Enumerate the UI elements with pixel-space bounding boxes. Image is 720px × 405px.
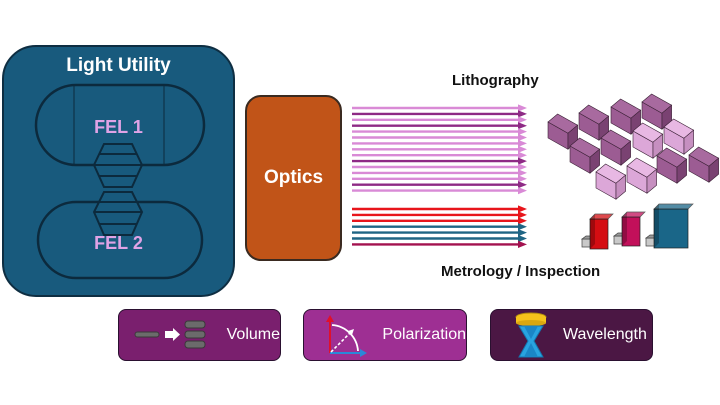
lithography-beam-arrow [352,133,527,142]
optics-box: Optics [245,95,342,261]
metrology-tool [580,213,614,250]
metrology-beam-arrow [352,211,527,219]
feature-volume: Volume [118,309,281,361]
lithography-beam-arrow [352,116,527,124]
volume-scale-icon [134,320,206,349]
lithography-beam-arrow [352,163,527,171]
hourglass-beam-icon [515,312,547,358]
lithography-beam-arrow [352,175,527,183]
fel-diagram [34,83,206,280]
undulator-1-icon [92,143,144,188]
wafer-block [610,98,642,135]
wafer-block [626,157,658,194]
wafer-block [656,147,688,184]
lithography-beam-arrow [352,128,527,136]
fel-2-ring [36,200,204,280]
undulator-2-icon [92,191,144,236]
lithography-beam-arrow [352,110,527,118]
lithography-beam-arrow [352,122,527,130]
lithography-beam-arrow [352,169,527,177]
lithography-beam-arrow [352,151,527,159]
wafer-block [578,104,610,141]
polarization-axes-icon [326,315,367,357]
metrology-beam-arrow [352,223,527,231]
metrology-label: Metrology / Inspection [441,263,601,280]
wafer-block [600,129,632,166]
wafer-block [688,146,720,183]
lithography-beam-arrow [352,139,527,147]
light-utility-box: Light Utility FEL 1 FEL 2 [2,45,235,297]
lithography-beam-arrow [352,181,527,189]
lithography-beam-arrow [352,157,527,165]
wafer-block [641,93,673,130]
wafer-block [569,137,601,174]
light-utility-title: Light Utility [66,55,171,76]
lithography-beam-arrow [352,187,527,195]
metrology-beam-arrow [352,229,527,237]
metrology-beam-arrow [352,234,527,243]
feature-wavelength-label: Wavelength [563,326,647,343]
feature-polarization-label: Polarization [382,326,466,343]
metrology-tool [644,203,694,249]
fel-1-label: FEL 1 [94,117,143,137]
lithography-beam-arrow [352,145,527,153]
wafer-block [663,118,695,155]
metrology-beam-arrow [352,217,527,225]
lithography-beam-arrow [352,104,527,112]
feature-polarization: Polarization [303,309,467,361]
metrology-tool [612,211,646,247]
feature-wavelength: Wavelength [490,309,653,361]
wafer-block [632,122,664,159]
metrology-beam-arrow [352,240,527,248]
wafer-block [595,163,627,200]
lithography-label: Lithography [452,72,539,89]
fel-2-label: FEL 2 [94,233,143,253]
optics-label: Optics [263,167,324,188]
feature-volume-label: Volume [226,326,280,343]
metrology-beam-arrow [352,205,527,213]
